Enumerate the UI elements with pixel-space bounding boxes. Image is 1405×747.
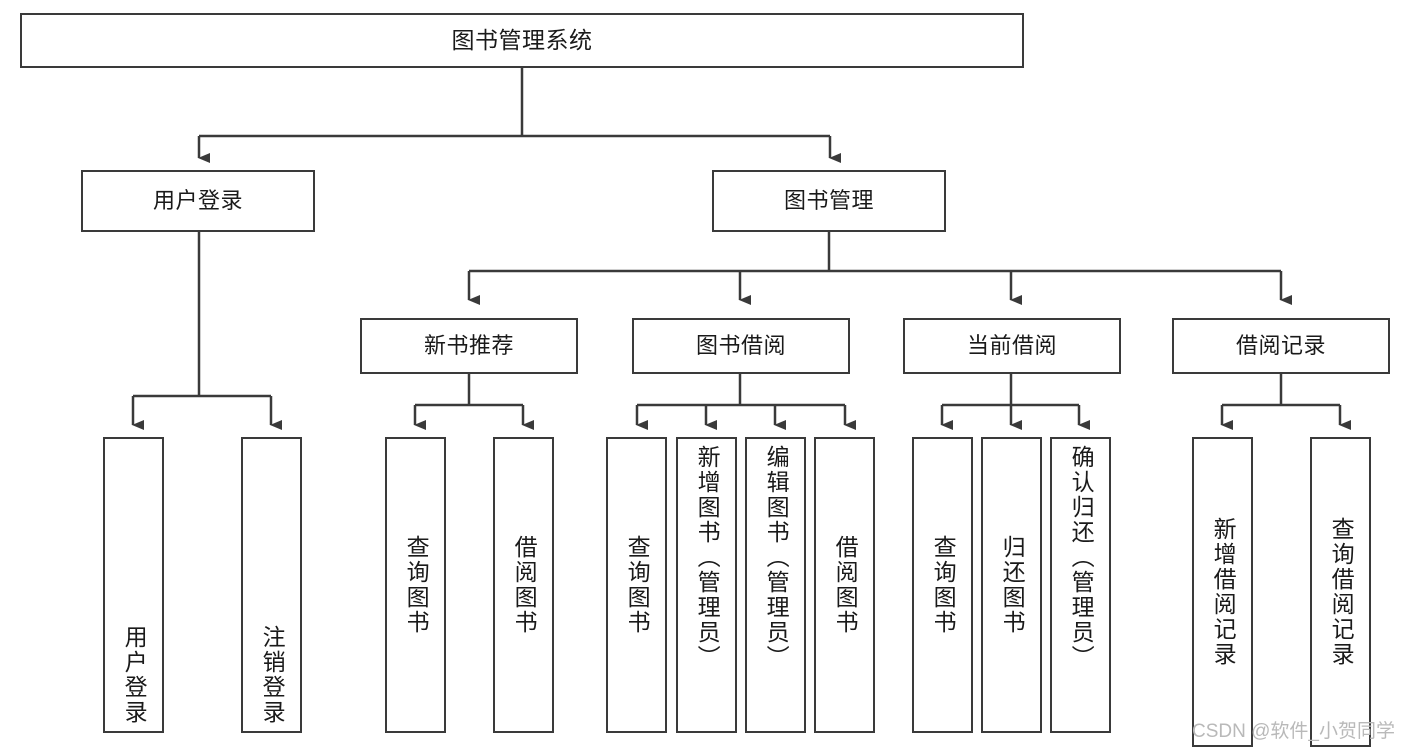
node-label: 用户登录 [152, 188, 243, 213]
node-label: 查询图书 [403, 535, 430, 635]
node-label: 图书管理 [783, 188, 874, 213]
node-label: 借阅图书 [511, 535, 538, 635]
node-label: 注销登录 [259, 625, 286, 725]
node-user-login[interactable]: 用户登录 [81, 170, 315, 232]
csdn-watermark: CSDN @软件_小贺同学 [1192, 721, 1395, 742]
leaf-book-borrow-query-book[interactable]: 查询图书 [606, 437, 667, 733]
node-label: 新增借阅记录 [1210, 517, 1237, 667]
node-book-management[interactable]: 图书管理 [712, 170, 946, 232]
leaf-borrow-record-query-record[interactable]: 查询借阅记录 [1310, 437, 1371, 747]
leaf-book-borrow-edit-book-admin[interactable]: 编辑图书（管理员） [745, 437, 806, 733]
node-label: 当前借阅 [966, 333, 1057, 358]
leaf-new-book-query-book[interactable]: 查询图书 [385, 437, 446, 733]
node-label: 新书推荐 [423, 333, 514, 358]
node-label: 查询图书 [624, 535, 651, 635]
leaf-current-borrow-return-book[interactable]: 归还图书 [981, 437, 1042, 733]
node-borrow-record[interactable]: 借阅记录 [1172, 318, 1390, 374]
node-label: 查询借阅记录 [1328, 517, 1355, 667]
leaf-current-borrow-confirm-return-admin[interactable]: 确认归还（管理员） [1050, 437, 1111, 733]
leaf-user-login-logout[interactable]: 注销登录 [241, 437, 302, 733]
node-label: 查询图书 [930, 535, 957, 635]
node-label: 图书管理系统 [451, 27, 593, 53]
leaf-book-borrow-borrow-book[interactable]: 借阅图书 [814, 437, 875, 733]
leaf-new-book-borrow-book[interactable]: 借阅图书 [493, 437, 554, 733]
node-current-borrow[interactable]: 当前借阅 [903, 318, 1121, 374]
node-root-book-management-system[interactable]: 图书管理系统 [20, 13, 1024, 68]
leaf-current-borrow-query-book[interactable]: 查询图书 [912, 437, 973, 733]
leaf-borrow-record-add-record[interactable]: 新增借阅记录 [1192, 437, 1253, 747]
node-label: 借阅图书 [832, 535, 859, 635]
leaf-user-login-login[interactable]: 用户登录 [103, 437, 164, 733]
node-label: 借阅记录 [1235, 333, 1326, 358]
node-label: 确认归还（管理员） [1068, 445, 1095, 670]
node-label: 用户登录 [121, 625, 148, 725]
node-label: 图书借阅 [695, 333, 786, 358]
leaf-book-borrow-add-book-admin[interactable]: 新增图书（管理员） [676, 437, 737, 733]
node-label: 归还图书 [999, 535, 1026, 635]
node-label: 编辑图书（管理员） [763, 445, 790, 670]
node-new-book-recommend[interactable]: 新书推荐 [360, 318, 578, 374]
node-book-borrow[interactable]: 图书借阅 [632, 318, 850, 374]
node-label: 新增图书（管理员） [694, 445, 721, 670]
